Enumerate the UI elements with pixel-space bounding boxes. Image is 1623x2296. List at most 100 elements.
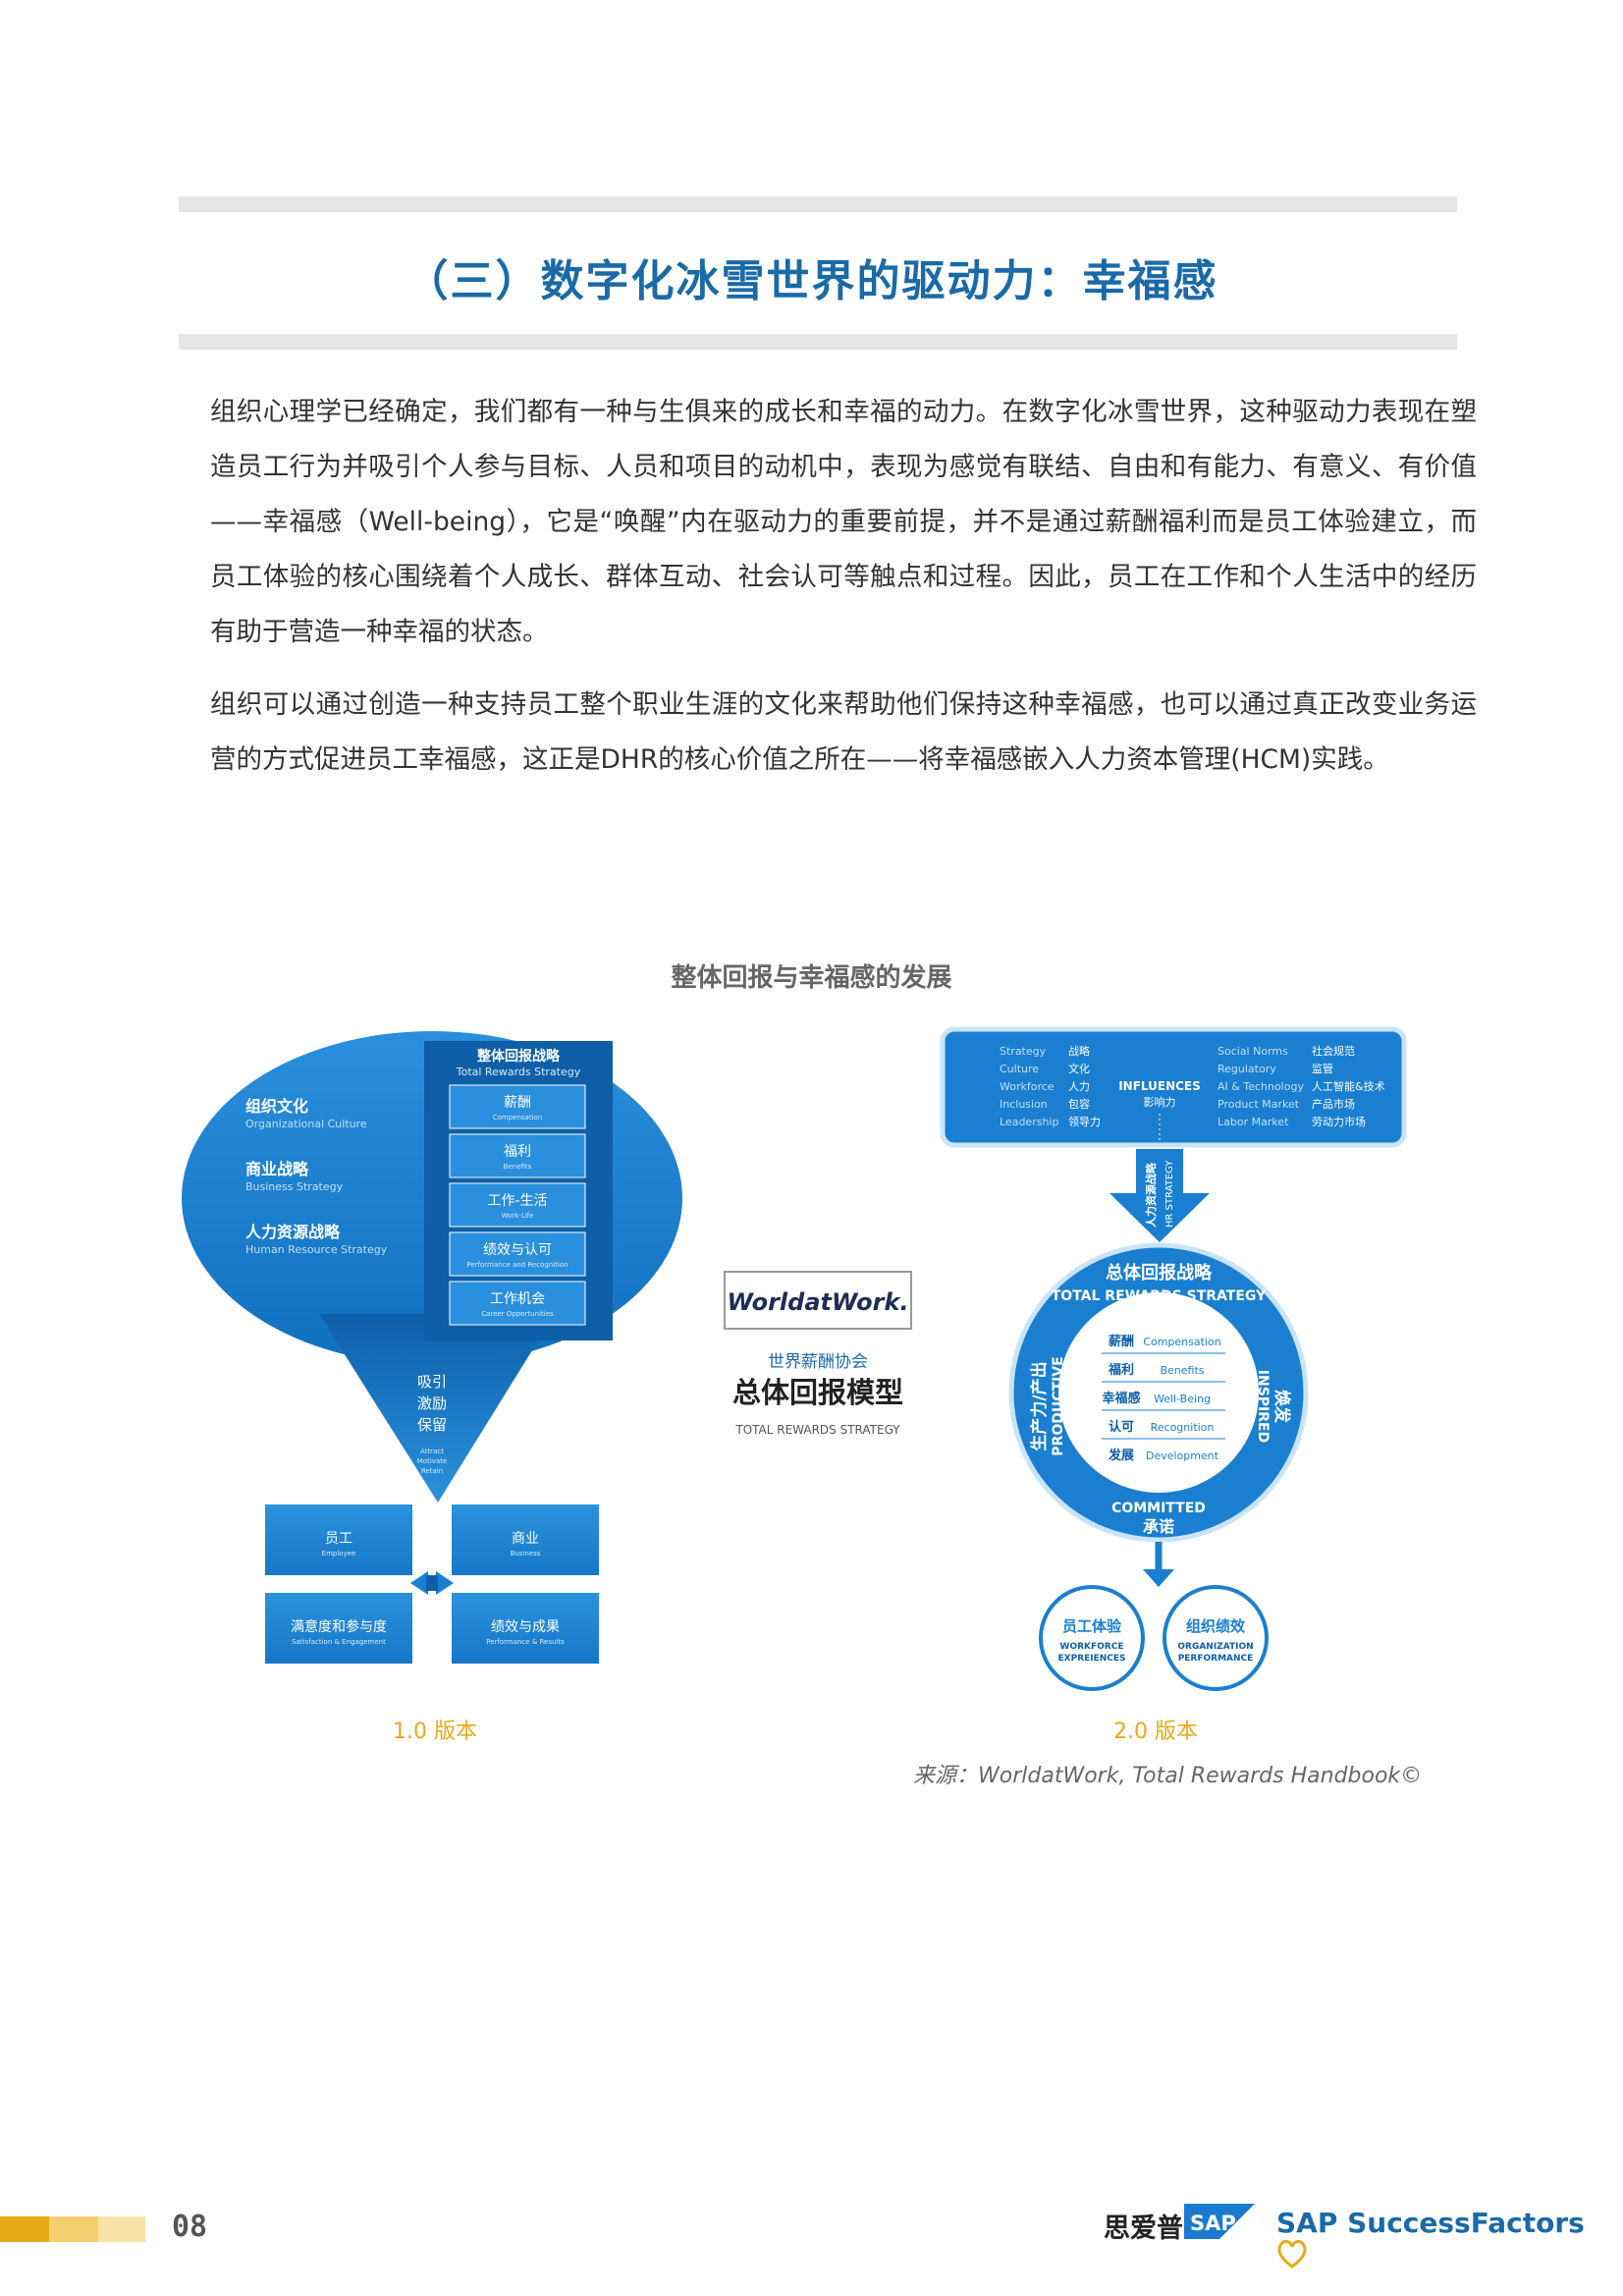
svg-text:Development: Development bbox=[1146, 1449, 1219, 1462]
model-name-en: TOTAL REWARDS STRATEGY bbox=[734, 1423, 900, 1437]
svg-text:Performance and Recognition: Performance and Recognition bbox=[466, 1261, 568, 1269]
svg-text:Recognition: Recognition bbox=[1151, 1421, 1215, 1434]
v1-box-satisfaction: 满意度和参与度 Satisfaction & Engagement bbox=[265, 1593, 412, 1664]
svg-text:Social Norms: Social Norms bbox=[1217, 1045, 1288, 1058]
sap-logo: SAP bbox=[1184, 2204, 1255, 2239]
svg-text:Workforce: Workforce bbox=[1000, 1080, 1055, 1093]
svg-text:薪酬: 薪酬 bbox=[504, 1095, 531, 1111]
v1-box-employee: 员工 Employee bbox=[265, 1504, 412, 1575]
svg-text:PRODUCTIVE: PRODUCTIVE bbox=[1051, 1356, 1066, 1455]
svg-text:员工体验: 员工体验 bbox=[1062, 1617, 1122, 1635]
svg-text:Regulatory: Regulatory bbox=[1217, 1063, 1276, 1075]
svg-text:承诺: 承诺 bbox=[1143, 1517, 1174, 1536]
total-rewards-figure: 组织文化 Organizational Culture 商业战略 Busines… bbox=[182, 1026, 1407, 1691]
svg-text:战略: 战略 bbox=[1068, 1044, 1090, 1058]
svg-text:WORKFORCE: WORKFORCE bbox=[1060, 1642, 1124, 1652]
arrow-left-icon bbox=[410, 1571, 428, 1595]
svg-text:商业战略: 商业战略 bbox=[245, 1160, 309, 1178]
svg-text:Satisfaction & Engagement: Satisfaction & Engagement bbox=[292, 1638, 386, 1646]
successfactors-brand: SAP SuccessFactors bbox=[1276, 2207, 1623, 2271]
svg-text:生产力/产出: 生产力/产出 bbox=[1029, 1361, 1050, 1450]
funnel-label: 激励 bbox=[417, 1394, 447, 1412]
v1-ellipse-item: 人力资源战略 Human Resource Strategy bbox=[245, 1223, 388, 1256]
funnel-label-en: Attract bbox=[420, 1448, 444, 1455]
svg-text:满意度和参与度: 满意度和参与度 bbox=[291, 1618, 387, 1635]
svg-text:组织绩效: 组织绩效 bbox=[1186, 1617, 1246, 1635]
caption-v1: 1.0 版本 bbox=[393, 1720, 477, 1744]
svg-text:社会规范: 社会规范 bbox=[1312, 1044, 1355, 1058]
svg-text:Human Resource Strategy: Human Resource Strategy bbox=[245, 1243, 388, 1256]
svg-text:影响力: 影响力 bbox=[1144, 1096, 1176, 1109]
svg-text:人力资源战略: 人力资源战略 bbox=[245, 1223, 341, 1241]
svg-text:SAP: SAP bbox=[1190, 2212, 1236, 2235]
arrow-right-icon bbox=[436, 1571, 454, 1595]
paragraph-2: 组织可以通过创造一种支持员工整个职业生涯的文化来帮助他们保持这种幸福感，也可以通… bbox=[210, 689, 1477, 775]
svg-text:劳动力市场: 劳动力市场 bbox=[1312, 1115, 1366, 1128]
model-name: 总体回报模型 bbox=[732, 1376, 903, 1409]
svg-text:福利: 福利 bbox=[504, 1144, 531, 1160]
svg-text:Total Rewards Strategy: Total Rewards Strategy bbox=[456, 1066, 581, 1078]
svg-text:文化: 文化 bbox=[1068, 1062, 1090, 1075]
paragraph-1: 组织心理学已经确定，我们都有一种与生俱来的成长和幸福的动力。在数字化冰雪世界，这… bbox=[210, 397, 1477, 647]
v1-panel-item: 福利 Benefits bbox=[449, 1133, 586, 1178]
svg-text:认可: 认可 bbox=[1109, 1419, 1134, 1435]
funnel-label-en: Motivate bbox=[417, 1457, 448, 1465]
footer-color-bars bbox=[0, 2216, 145, 2242]
svg-text:领导力: 领导力 bbox=[1068, 1116, 1101, 1128]
svg-text:整体回报战略: 整体回报战略 bbox=[476, 1048, 561, 1065]
v1-panel-item: 工作机会 Career Opportunities bbox=[449, 1281, 586, 1326]
svg-text:绩效与成果: 绩效与成果 bbox=[491, 1619, 560, 1635]
v1-funnel bbox=[319, 1314, 555, 1503]
funnel-label: 保留 bbox=[417, 1416, 447, 1434]
figure-title: 整体回报与幸福感的发展 bbox=[671, 963, 952, 993]
figure-source: 来源：WorldatWork, Total Rewards Handbook© bbox=[913, 1764, 1423, 1788]
svg-text:EXPREIENCES: EXPREIENCES bbox=[1057, 1654, 1125, 1664]
svg-text:包容: 包容 bbox=[1068, 1097, 1090, 1111]
svg-text:薪酬: 薪酬 bbox=[1109, 1334, 1134, 1349]
svg-text:商业: 商业 bbox=[512, 1531, 539, 1547]
svg-text:Inclusion: Inclusion bbox=[1000, 1098, 1048, 1111]
org-name: 世界薪酬协会 bbox=[768, 1352, 868, 1372]
svg-text:Benefits: Benefits bbox=[504, 1163, 532, 1171]
svg-text:Career Opportunities: Career Opportunities bbox=[481, 1310, 554, 1318]
svg-text:监管: 监管 bbox=[1312, 1062, 1333, 1075]
v2-inner-item: 发展 Development bbox=[1108, 1448, 1219, 1463]
page-number: 08 bbox=[172, 2210, 208, 2244]
svg-text:Organizational Culture: Organizational Culture bbox=[245, 1118, 367, 1130]
v2-influences-box bbox=[940, 1026, 1407, 1148]
svg-text:人工智能&技术: 人工智能&技术 bbox=[1312, 1079, 1385, 1093]
v1-ellipse-item: 商业战略 Business Strategy bbox=[245, 1160, 344, 1193]
svg-text:Leadership: Leadership bbox=[1000, 1116, 1058, 1128]
svg-text:Employee: Employee bbox=[322, 1550, 356, 1558]
svg-text:Performance & Results: Performance & Results bbox=[486, 1638, 565, 1646]
svg-text:总体回报战略: 总体回报战略 bbox=[1106, 1262, 1213, 1284]
funnel-label-en: Retain bbox=[421, 1467, 443, 1475]
svg-text:Culture: Culture bbox=[1000, 1063, 1039, 1075]
svg-text:产品市场: 产品市场 bbox=[1312, 1097, 1355, 1111]
hr-strategy-arrow bbox=[1109, 1149, 1210, 1242]
svg-text:Compensation: Compensation bbox=[1143, 1336, 1220, 1348]
svg-text:Business Strategy: Business Strategy bbox=[245, 1180, 344, 1193]
v2-outcome-organization: 组织绩效 ORGANIZATION PERFORMANCE bbox=[1163, 1585, 1269, 1691]
svg-text:Compensation: Compensation bbox=[493, 1114, 543, 1121]
top-rule bbox=[179, 196, 1457, 212]
v2-inner-item: 幸福感 Well-Being bbox=[1102, 1391, 1225, 1411]
caption-v2: 2.0 版本 bbox=[1113, 1720, 1198, 1744]
v2-inner-item: 薪酬 Compensation bbox=[1102, 1334, 1225, 1354]
svg-text:人力资源战略: 人力资源战略 bbox=[1144, 1162, 1158, 1228]
svg-text:焕发: 焕发 bbox=[1271, 1390, 1292, 1424]
v1-panel-item: 工作-生活 Work-Life bbox=[449, 1182, 586, 1228]
svg-text:工作-生活: 工作-生活 bbox=[487, 1193, 547, 1209]
v1-box-business: 商业 Business bbox=[452, 1504, 599, 1575]
worldatwork-logo bbox=[724, 1271, 912, 1330]
bottom-rule bbox=[179, 334, 1457, 350]
v1-panel-item: 绩效与认可 Performance and Recognition bbox=[449, 1231, 586, 1277]
svg-text:TOTAL REWARDS STRATEGY: TOTAL REWARDS STRATEGY bbox=[1052, 1288, 1267, 1304]
svg-text:发展: 发展 bbox=[1108, 1448, 1135, 1463]
svg-text:Benefits: Benefits bbox=[1160, 1364, 1204, 1377]
svg-text:员工: 员工 bbox=[325, 1531, 352, 1547]
successfactors-label: SAP SuccessFactors bbox=[1276, 2207, 1585, 2239]
svg-text:Strategy: Strategy bbox=[1000, 1045, 1047, 1058]
svg-text:工作机会: 工作机会 bbox=[490, 1291, 545, 1307]
svg-text:Well-Being: Well-Being bbox=[1154, 1393, 1211, 1405]
